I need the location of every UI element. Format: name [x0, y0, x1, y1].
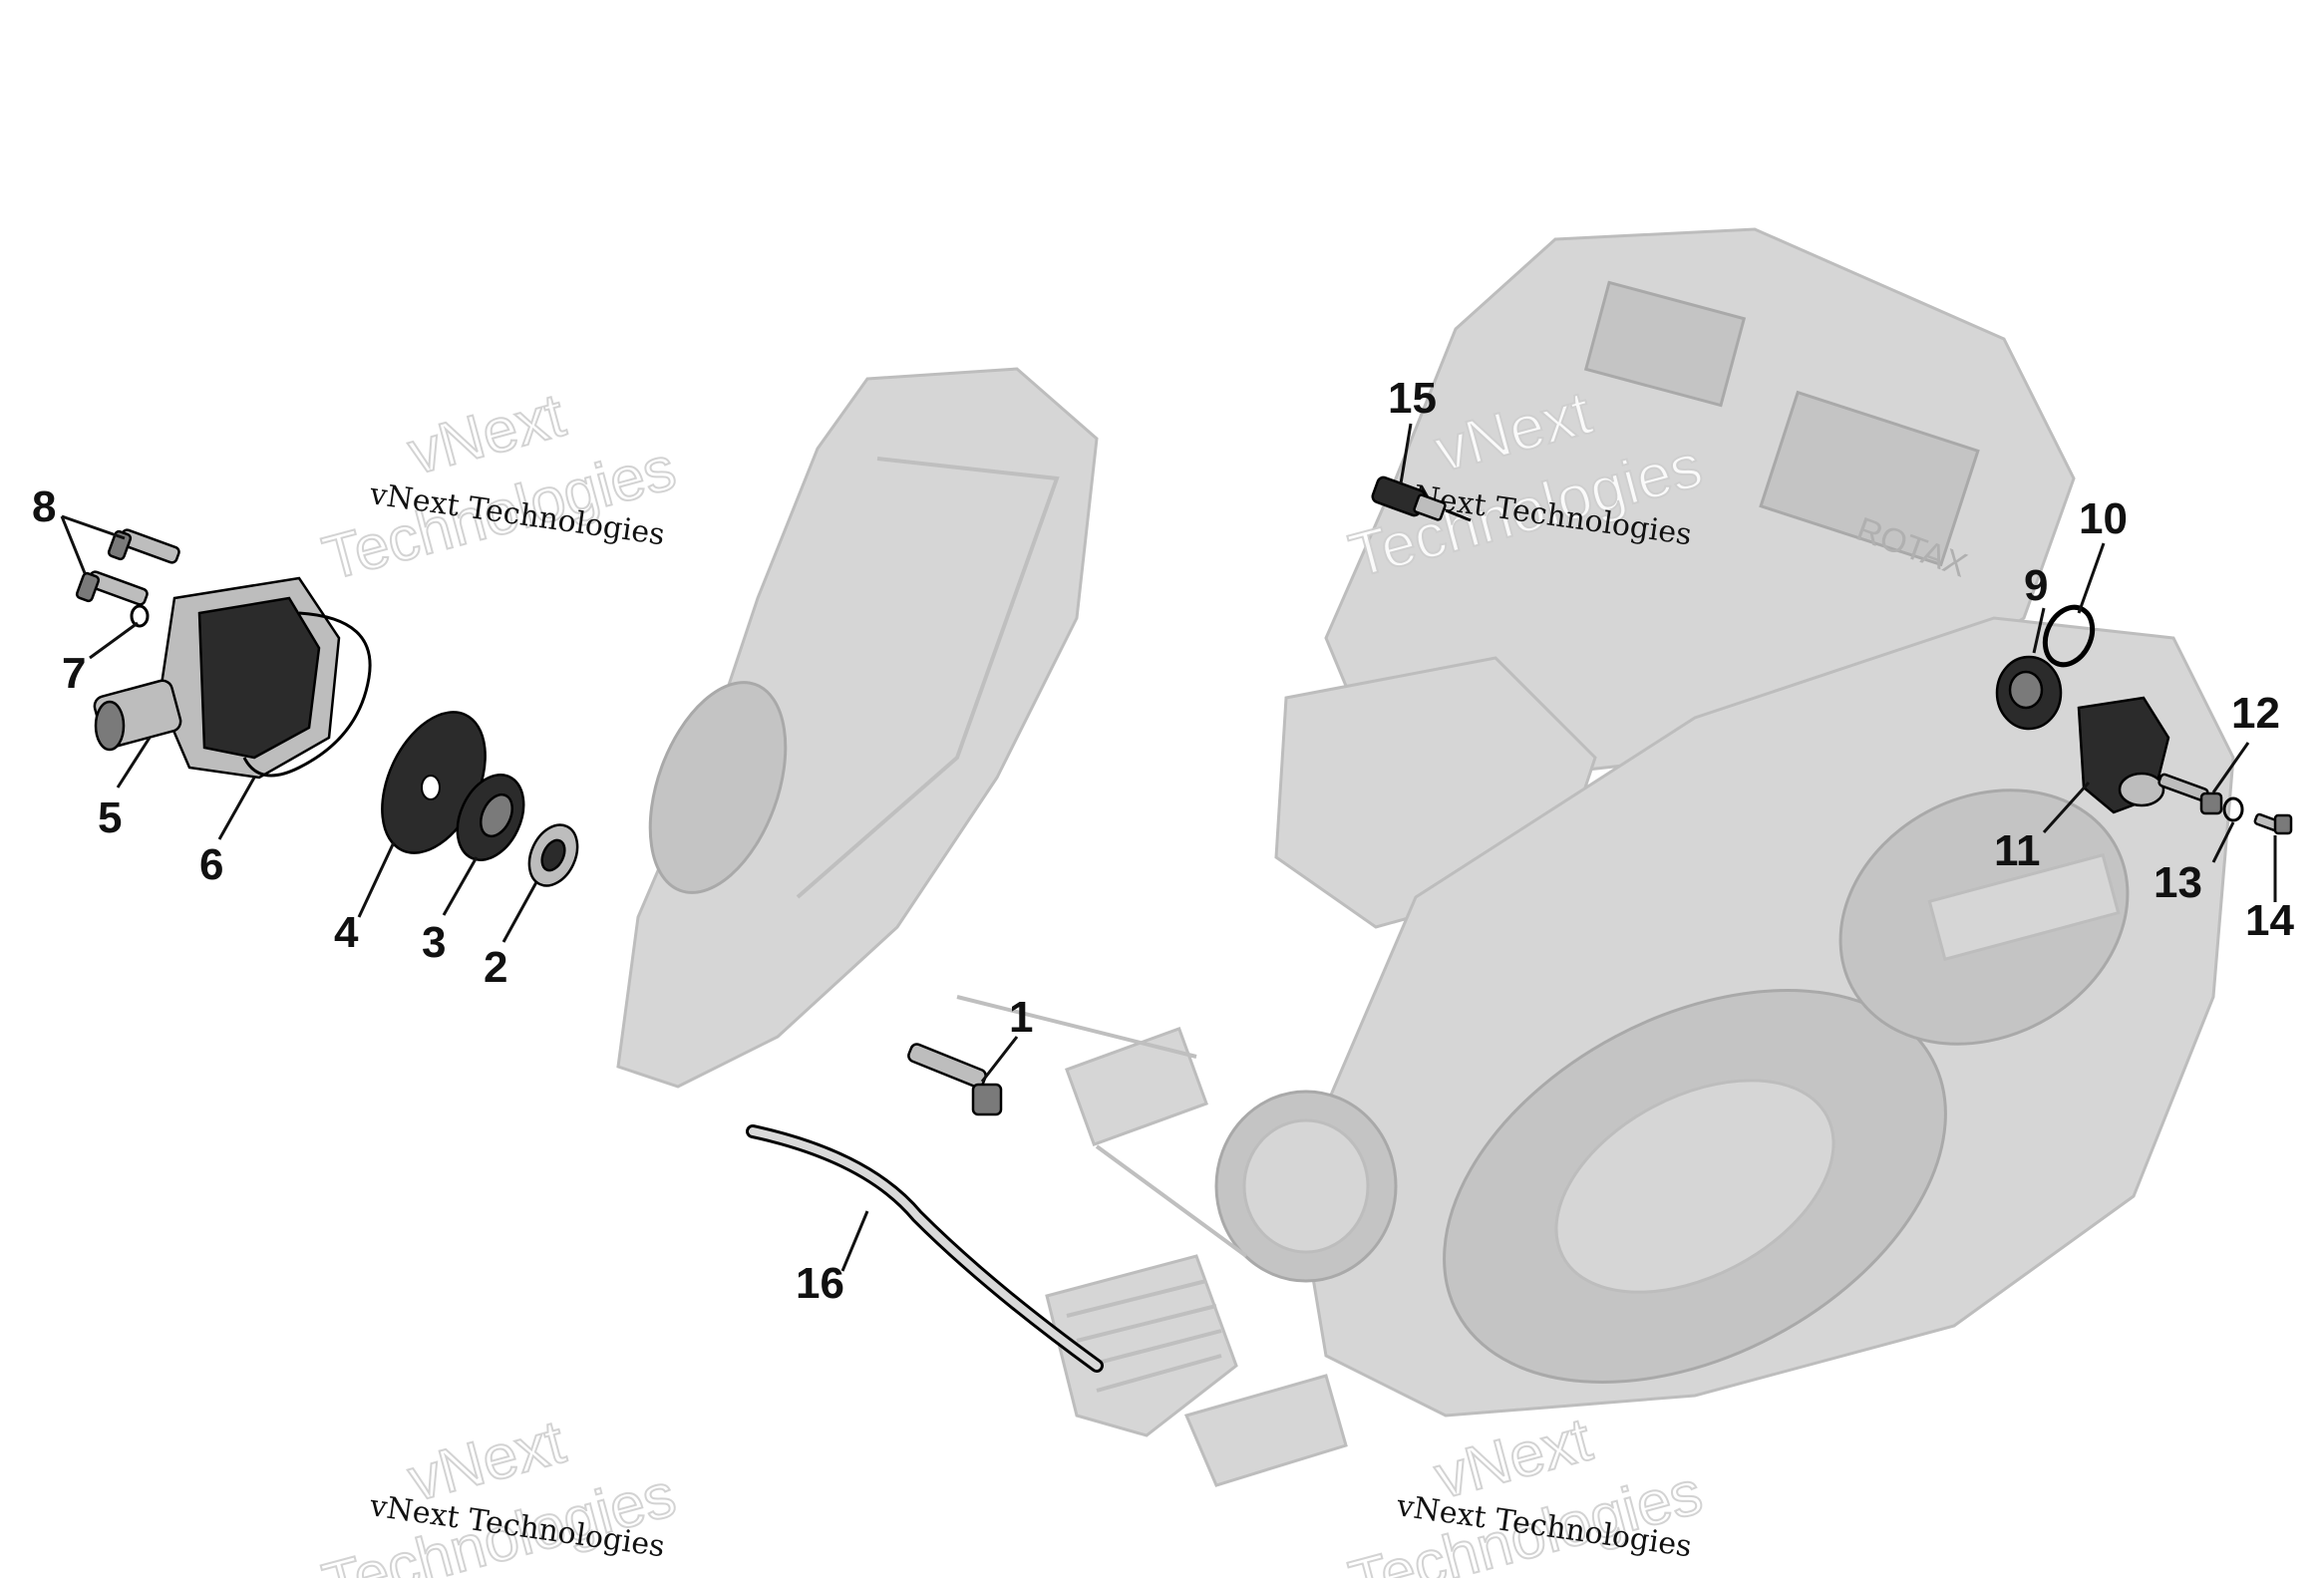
callout-3: 3 [422, 918, 446, 967]
ghost-bracket [1065, 1026, 1208, 1147]
part-11-thermostat-housing [2077, 696, 2170, 814]
leader-9 [2032, 607, 2046, 654]
leader-13 [2211, 821, 2235, 863]
part-12-bolt [2158, 773, 2223, 815]
callout-4: 4 [334, 908, 359, 957]
ghost-valve-cover [1583, 280, 1747, 408]
callout-1: 1 [1009, 993, 1033, 1042]
leader-10 [2077, 542, 2106, 614]
callout-5: 5 [98, 793, 122, 842]
part-5-pump-housing [93, 576, 341, 780]
ghost-crankcase-cover [616, 367, 1099, 1089]
ghost-round-cap-inner [1242, 1118, 1370, 1254]
leader-6 [217, 777, 256, 840]
part-13-washer [2222, 796, 2244, 822]
ghost-oil-cooler [1045, 1254, 1238, 1437]
ghost-cover-rib [796, 457, 1060, 899]
ghost-engine-block: ROTAX [616, 227, 2235, 1487]
callout-10: 10 [2079, 494, 2128, 543]
part-14-bleed-screw [2253, 812, 2293, 835]
callout-11: 11 [1994, 826, 2041, 875]
part-1-stud [907, 1043, 1003, 1116]
ghost-oil-strainer [1183, 1374, 1348, 1487]
callout-8: 8 [32, 482, 56, 531]
leader-4 [357, 841, 396, 918]
callout-2: 2 [484, 943, 507, 992]
part-2-bearing [527, 823, 579, 887]
leader-3 [442, 856, 479, 916]
watermark-top-left: vNext Technologies [315, 380, 683, 594]
ghost-cover-opening [648, 681, 788, 894]
leader-5 [116, 737, 152, 789]
callout-6: 6 [199, 840, 223, 889]
ghost-pulley-hub [1554, 1079, 1835, 1294]
leader-8 [60, 514, 126, 574]
leader-12 [2211, 742, 2250, 793]
ghost-cooler-fins [1066, 1279, 1222, 1393]
callout-13: 13 [2154, 858, 2202, 907]
leader-16 [840, 1210, 869, 1272]
leader-11 [2042, 781, 2091, 834]
part-3-seal [456, 774, 525, 861]
ghost-shaft [1927, 852, 2121, 962]
ghost-head-plate [1759, 390, 1980, 567]
part-6-gasket [242, 611, 372, 778]
leader-2 [501, 881, 538, 943]
leader-lines [60, 423, 2277, 1272]
callout-14: 14 [2245, 896, 2294, 945]
callout-labels: 8 7 5 6 4 3 2 1 16 15 10 9 11 12 13 14 [32, 374, 2294, 1308]
part-9-thermostat [1995, 655, 2063, 731]
callout-15: 15 [1388, 374, 1437, 423]
ghost-frame-lines [956, 995, 1248, 1258]
callout-9: 9 [2024, 561, 2048, 610]
leader-15 [1399, 423, 1413, 484]
callout-7: 7 [62, 649, 86, 698]
part-7-o-ring [130, 604, 150, 628]
part-16-pipe-highlight [749, 1127, 1101, 1370]
part-8-screws [75, 528, 180, 606]
part-15-sensor [1371, 475, 1472, 522]
callout-16: 16 [796, 1259, 844, 1308]
callout-12: 12 [2231, 689, 2280, 738]
leader-7 [89, 621, 139, 660]
leader-1 [980, 1036, 1019, 1083]
